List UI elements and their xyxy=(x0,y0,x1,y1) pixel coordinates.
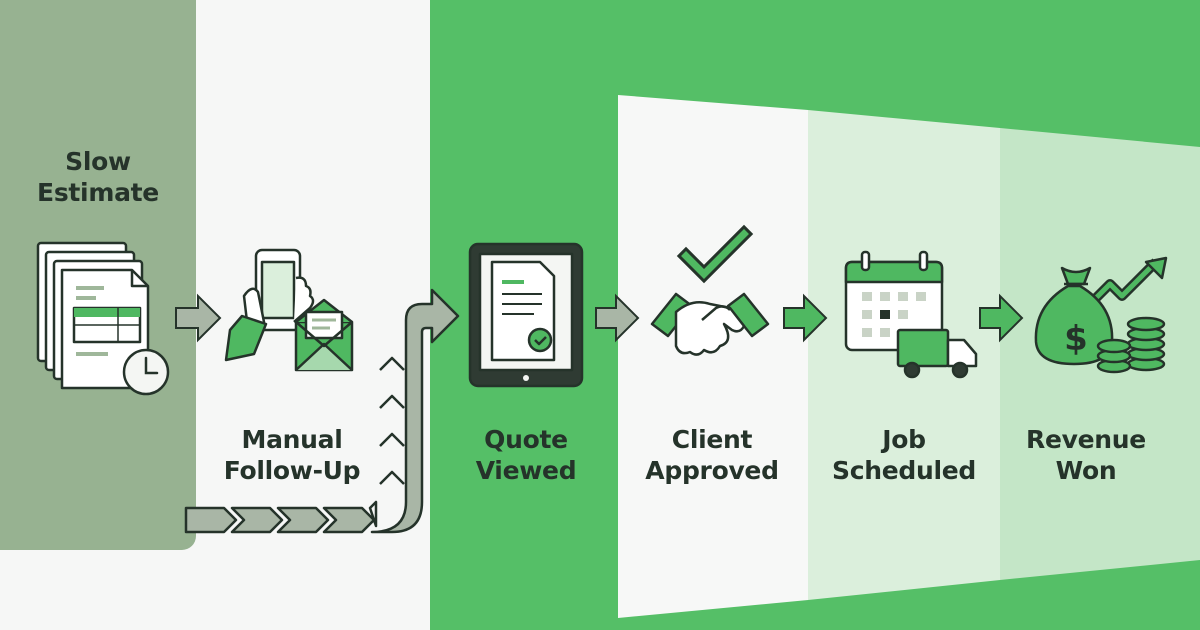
tablet-document-icon xyxy=(468,242,584,388)
checkmark-icon xyxy=(676,224,754,284)
svg-text:$: $ xyxy=(1064,319,1088,359)
phone-in-hand-icon xyxy=(224,248,315,362)
money-bag-icon: $ xyxy=(1034,266,1114,366)
step-label-job-scheduled: Job Scheduled xyxy=(794,424,1014,486)
stacked-documents-icon xyxy=(36,241,150,390)
panel-client-approved xyxy=(618,95,808,618)
label-line-2: Scheduled xyxy=(832,456,976,485)
label-line-2: Viewed xyxy=(475,456,577,485)
label-line-1: Quote xyxy=(484,425,568,454)
trend-arrow-icon xyxy=(1088,256,1168,306)
chevron-path xyxy=(184,288,460,534)
truck-icon xyxy=(896,328,978,379)
label-line-2: Won xyxy=(1055,456,1117,485)
arrow-1 xyxy=(175,293,222,343)
label-line-1: Revenue xyxy=(1026,425,1146,454)
label-line-1: Slow xyxy=(65,147,131,176)
label-line-2: Follow-Up xyxy=(223,456,361,485)
label-line-1: Job xyxy=(882,425,926,454)
label-line-1: Manual xyxy=(241,425,343,454)
handshake-icon xyxy=(650,292,770,356)
step-label-revenue-won: Revenue Won xyxy=(976,424,1196,486)
step-label-client-approved: Client Approved xyxy=(602,424,822,486)
step-label-quote-viewed: Quote Viewed xyxy=(416,424,636,486)
envelope-icon xyxy=(294,298,354,372)
calendar-icon xyxy=(844,250,944,352)
clock-icon xyxy=(122,348,170,396)
step-label-manual-follow-up: Manual Follow-Up xyxy=(182,424,402,486)
label-line-1: Client xyxy=(671,425,753,454)
arrow-3 xyxy=(595,293,640,343)
label-line-2: Estimate xyxy=(37,178,159,207)
label-line-2: Approved xyxy=(645,456,779,485)
step-label-slow-estimate: Slow Estimate xyxy=(0,146,208,208)
arrow-5 xyxy=(979,293,1024,343)
coin-stack-icon xyxy=(1096,316,1166,374)
arrow-4 xyxy=(783,293,828,343)
